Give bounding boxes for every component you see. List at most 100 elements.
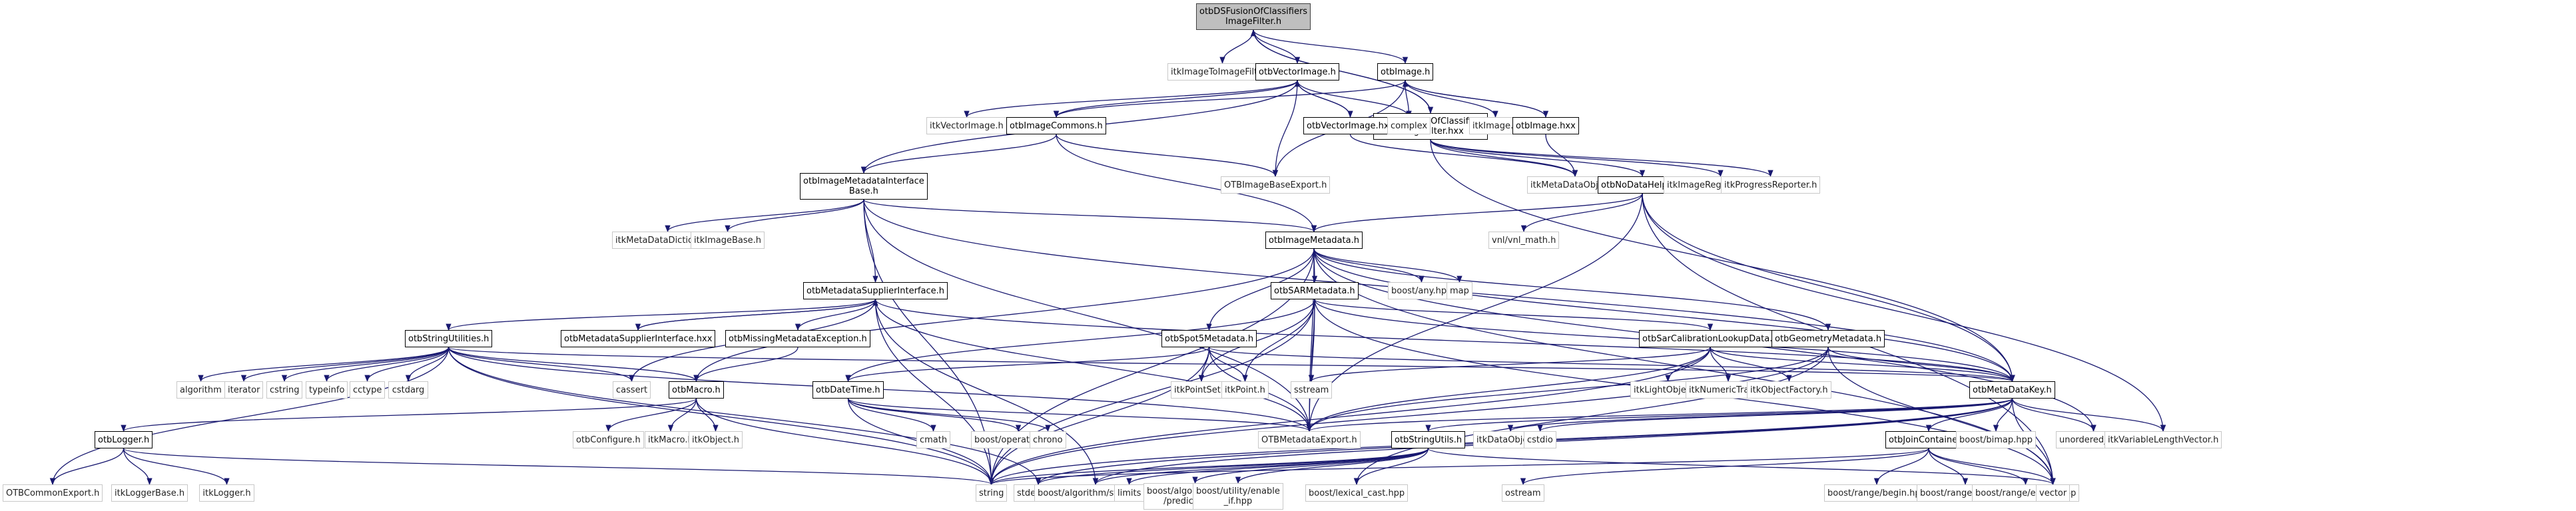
node-cstring[interactable]: cstring (266, 381, 303, 399)
node-otb-string-utilities[interactable]: otbStringUtilities.h (405, 330, 493, 347)
node-vnl_math[interactable]: vnl/vnl_math.h (1488, 232, 1560, 249)
node-map[interactable]: map (1447, 282, 1472, 299)
node-boost-enable-if[interactable]: boost/utility/enable _if.hpp (1193, 483, 1283, 510)
edge-otbVectorImageHxx-to-otbVectorImage (1294, 79, 1351, 118)
node-cstdio[interactable]: cstdio (1524, 431, 1556, 448)
edge-otbLogger-to-itkLogger (123, 448, 230, 486)
edge-otbMacro-to-itkMacro (667, 398, 697, 432)
node-itk-logger[interactable]: itkLogger.h (199, 484, 254, 502)
node-cassert[interactable]: cassert (613, 381, 651, 399)
edge-otbVectorImageHxx-to-itkMetaDataObject (1349, 134, 1578, 178)
edge-rootHxx-to-itkMetaDataObject (1430, 139, 1578, 178)
node-otb-missing-meta[interactable]: otbMissingMetadataException.h (725, 330, 870, 347)
edge-otbSARMetadata-to-otbDateTime (845, 299, 1315, 383)
node-boost-range-begin[interactable]: boost/range/begin.hpp (1824, 484, 1929, 502)
node-otb-spot5-metadata[interactable]: otbSpot5Metadata.h (1161, 330, 1257, 347)
node-itk-logger-base[interactable]: itkLoggerBase.h (111, 484, 188, 502)
edge-otbImage-to-itkImage (1405, 80, 1498, 118)
node--o-t-b-common-export[interactable]: OTBCommonExport.h (3, 484, 103, 502)
edge-otbStringUtils-to-vector (1427, 448, 2056, 486)
edge-otbMetaDataKey-to-otbStringUtils (1425, 398, 2013, 432)
node--o-t-b-image-base-export[interactable]: OTBImageBaseExport.h (1221, 176, 1331, 194)
node-chrono[interactable]: chrono (1030, 431, 1066, 448)
node-cctype[interactable]: cctype (350, 381, 386, 399)
node-otb-macro[interactable]: otbMacro.h (669, 381, 724, 399)
edge-root-to-itkImageToImageFilter (1219, 29, 1254, 65)
node--o-t-b-metadata-export[interactable]: OTBMetadataExport.h (1258, 431, 1361, 448)
node-otb-sar-cal[interactable]: otbSarCalibrationLookupData.h (1639, 330, 1781, 347)
node-boost-bimap[interactable]: boost/bimap.hpp (1956, 431, 2037, 448)
edge-otbImageCommons-to-otbIMIB (860, 134, 1057, 174)
edge-otbGeometryMetadata-to-OTBMetadataExport (1306, 347, 1829, 432)
node-sstream[interactable]: sstream (1291, 381, 1333, 399)
node-otb-s-a-r-metadata[interactable]: otbSARMetadata.h (1271, 282, 1359, 299)
node-otb-vector-image-hxx[interactable]: otbVectorImage.hxx (1303, 117, 1398, 134)
edge-otbStringUtils-to-string (988, 448, 1429, 486)
edge-otbStringUtils-to-boostPredicate (1192, 448, 1429, 484)
node-root[interactable]: otbDSFusionOfClassifiers ImageFilter.h (1196, 3, 1311, 30)
edge-otbStringUtilities-to-otbMacro (448, 347, 699, 383)
node-itk-image-base[interactable]: itkImageBase.h (691, 232, 765, 249)
edge-otbJoinContainer-to-vector (1928, 448, 2056, 486)
node-limits[interactable]: limits (1114, 484, 1145, 502)
node-otb-vector-image[interactable]: otbVectorImage.h (1255, 63, 1339, 81)
node-otb-date-time[interactable]: otbDateTime.h (812, 381, 884, 399)
node-itk-macro[interactable]: itkMacro.h (645, 431, 697, 448)
node-boost-any[interactable]: boost/any.hpp (1388, 282, 1456, 299)
node-otb-image[interactable]: otbImage.h (1377, 63, 1434, 81)
edge-otbSarCal-to-itkLightObject (1665, 347, 1711, 383)
edge-otbImageCommons-to-otbImageMetadata (1056, 134, 1317, 233)
node-otb-m-s-i[interactable]: otbMetadataSupplierInterface.h (803, 282, 948, 299)
edge-otbIMIB-to-otbImageMetadata (863, 199, 1317, 233)
node-complex[interactable]: complex (1387, 117, 1431, 134)
edge-otbImageMetadata-to-otbGeometryMetadata (1313, 248, 1831, 331)
edge-otbLogger-to-itkLoggerBase (123, 448, 153, 486)
edge-rootHxx-to-otbMetaDataKey (1430, 139, 2015, 383)
edge-otbMetaDataKey-to-itkVLV (2011, 398, 2166, 432)
node-otb-logger[interactable]: otbLogger.h (95, 431, 153, 448)
edge-otbJoinContainer-to-string (988, 448, 1929, 486)
node-boost-lexical-cast[interactable]: boost/lexical_cast.hpp (1305, 484, 1409, 502)
node-itk-v-l-v[interactable]: itkVariableLengthVector.h (2104, 431, 2222, 448)
edge-otbMSI-to-boostAlgString (874, 299, 1099, 486)
edge-otbNoDataHelper-to-vnl_math (1520, 193, 1643, 233)
node-otb-string-utils[interactable]: otbStringUtils.h (1391, 431, 1466, 448)
node-otb-meta-data-key[interactable]: otbMetaDataKey.h (1969, 381, 2055, 399)
edge-otbNoDataHelper-to-otbImageMetadata (1311, 193, 1643, 233)
edge-otbDateTime-to-chrono (847, 398, 1051, 432)
node-iterator[interactable]: iterator (224, 381, 264, 399)
node-itk-point[interactable]: itkPoint.h (1221, 381, 1269, 399)
node-otb-image-metadata[interactable]: otbImageMetadata.h (1265, 232, 1363, 249)
edge-otbStringUtilities-to-string (448, 347, 994, 486)
node-vector[interactable]: vector (2036, 484, 2071, 502)
node-otb-image-commons[interactable]: otbImageCommons.h (1006, 117, 1106, 134)
edge-otbMetaDataKey-to-cstdio (1537, 398, 2013, 432)
edge-otbMetaDataKey-to-unordered_map (2011, 398, 2096, 432)
edge-otbGeometryMetadata-to-otbMetaDataKey (1827, 347, 2015, 383)
node-otb-image-hxx[interactable]: otbImage.hxx (1512, 117, 1579, 134)
edge-otbMSI-to-OTBMetadataExport (874, 299, 1313, 432)
node-otb-i-m-i-b[interactable]: otbImageMetadataInterface Base.h (800, 173, 928, 200)
node-otb-configure[interactable]: otbConfigure.h (573, 431, 644, 448)
node-cstdarg[interactable]: cstdarg (388, 381, 428, 399)
node-otb-m-s-i-hxx[interactable]: otbMetadataSupplierInterface.hxx (561, 330, 716, 347)
edge-otbSarCal-to-OTBMetadataExport (1306, 347, 1711, 432)
node-cmath[interactable]: cmath (916, 431, 951, 448)
edge-otbStringUtils-to-limits (1126, 448, 1429, 486)
edge-otbSARMetadata-to-string (988, 299, 1315, 486)
node-otb-geometry-metadata[interactable]: otbGeometryMetadata.h (1771, 330, 1885, 347)
node-itk-vector-image[interactable]: itkVectorImage.h (926, 117, 1007, 134)
edge-otbJoinContainer-to-ostream (1520, 448, 1929, 486)
node-typeinfo[interactable]: typeinfo (306, 381, 348, 399)
node-algorithm[interactable]: algorithm (176, 381, 225, 399)
edge-otbStringUtilities-to-iterator (240, 347, 450, 383)
node-itk-object[interactable]: itkObject.h (689, 431, 743, 448)
node-ostream[interactable]: ostream (1502, 484, 1544, 502)
node-itk-object-factory[interactable]: itkObjectFactory.h (1747, 381, 1831, 399)
node-string[interactable]: string (976, 484, 1008, 502)
node-itk-progress-reporter[interactable]: itkProgressReporter.h (1721, 176, 1821, 194)
node-otb-no-data-helper[interactable]: otbNoDataHelper.h (1598, 176, 1688, 194)
edge-otbIMIB-to-itkMetaDataDictionary (665, 199, 864, 233)
